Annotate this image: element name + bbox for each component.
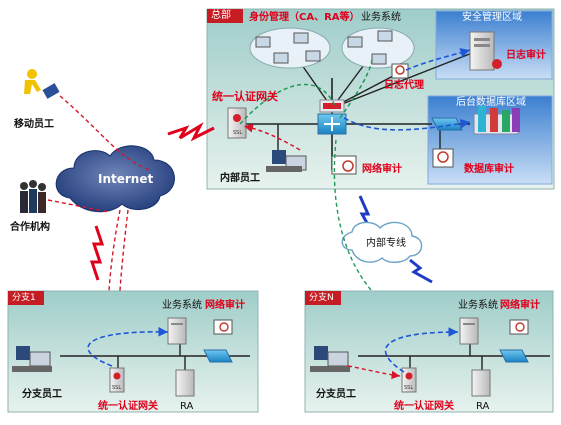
internet-label: Internet (98, 172, 154, 186)
network-audit-icon (331, 155, 357, 175)
lightning-bolt-icon (409, 258, 433, 284)
identity-mgmt-label: 身份管理（CA、RA等） (249, 12, 360, 23)
branch1-network-audit-label: 网络审计 (205, 300, 245, 311)
svg-text:SSL: SSL (112, 385, 121, 391)
svg-text:SSL: SSL (233, 130, 242, 136)
lightning-bolt-icon (89, 225, 105, 281)
hq-gateway-label: 统一认证网关 (212, 90, 278, 103)
branch1-staff-icon (12, 346, 52, 372)
internet-cloud-icon (55, 145, 175, 213)
branchN-network-audit-icon (509, 319, 529, 335)
hq-title: 总部 (211, 10, 231, 21)
branch1-switch-icon (203, 349, 233, 363)
branch1-network-audit-icon (213, 319, 233, 335)
private-line-label: 内部专线 (366, 238, 406, 249)
security-zone-label: 安全管理区域 (462, 12, 522, 23)
log-audit-server-icon (469, 31, 502, 71)
backend-zone-label: 后台数据库区域 (456, 97, 526, 108)
branchN-panel: SSL (304, 290, 554, 413)
business-cluster-icon (341, 27, 415, 69)
hq-business-system-label: 业务系统 (361, 12, 401, 23)
branchN-title: 分支N (309, 293, 334, 303)
hq-title-tab (207, 9, 243, 23)
db-audit-label: 数据库审计 (464, 164, 514, 175)
hq-gateway-icon: SSL (227, 107, 247, 139)
branchN-gateway-label: 统一认证网关 (394, 401, 454, 412)
branchN-network-audit-label: 网络审计 (500, 300, 540, 311)
branchN-business-server-icon (459, 317, 479, 345)
hq-panel: SSL (206, 8, 555, 190)
log-proxy-icon (391, 63, 409, 79)
core-switch-icon (317, 99, 347, 135)
branch1-title: 分支1 (12, 293, 36, 303)
branch1-panel: SSL (7, 290, 259, 413)
partner-figures (20, 180, 46, 213)
branchN-switch-icon (499, 349, 529, 363)
svg-text:SSL: SSL (404, 385, 413, 391)
db-audit-icon (432, 148, 454, 168)
branch1-gateway-icon: SSL (109, 367, 125, 393)
log-proxy-label: 日志代理 (384, 80, 424, 91)
database-icon (473, 106, 520, 135)
branchN-staff-label: 分支员工 (316, 389, 356, 400)
mobile-staff-figure (24, 69, 60, 99)
lightning-bolt-icon (167, 122, 215, 142)
hq-network-audit-label: 网络审计 (362, 164, 402, 175)
internal-staff-label: 内部员工 (220, 173, 260, 184)
branch1-business-system-label: 业务系统 (162, 300, 202, 311)
partner-label: 合作机构 (10, 222, 50, 233)
identity-cluster-icon (249, 27, 331, 69)
log-audit-label: 日志审计 (506, 50, 546, 61)
branch1-staff-label: 分支员工 (22, 389, 62, 400)
branch1-ra-label: RA (180, 401, 194, 412)
branch1-gateway-label: 统一认证网关 (98, 401, 158, 412)
branch1-business-server-icon (167, 317, 187, 345)
branchN-staff-icon (310, 346, 350, 372)
private-line-cloud-icon (341, 221, 423, 263)
branchN-gateway-icon: SSL (401, 367, 417, 393)
branch1-ra-server-icon (175, 369, 195, 397)
internal-staff-icon (266, 150, 307, 172)
branchN-business-system-label: 业务系统 (458, 300, 498, 311)
branchN-ra-label: RA (476, 401, 490, 412)
mobile-staff-label: 移动员工 (14, 119, 54, 130)
branchN-ra-server-icon (471, 369, 491, 397)
